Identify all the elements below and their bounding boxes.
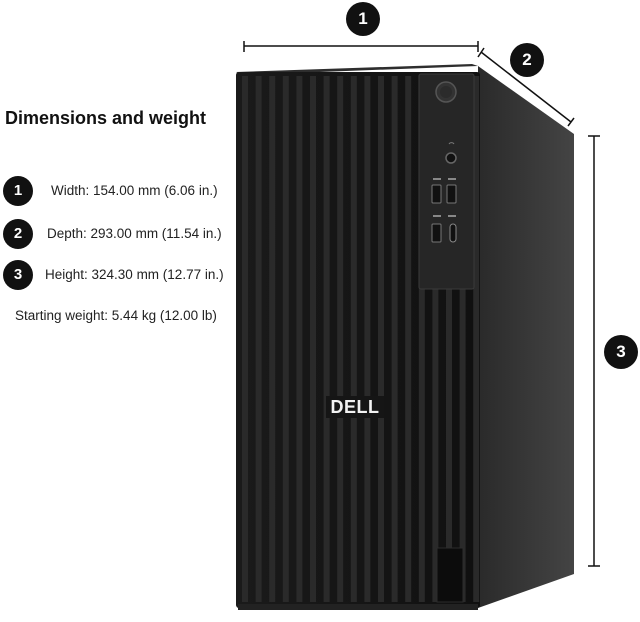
depth-dimension-tick	[477, 47, 485, 58]
spec-height: 3 Height: 324.30 mm (12.77 in.)	[0, 260, 235, 290]
vent-fin	[473, 76, 480, 602]
usb-c-port-icon	[449, 223, 457, 243]
vent-fin	[378, 76, 384, 602]
vent-fin	[432, 76, 439, 602]
page-title: Dimensions and weight	[5, 108, 207, 128]
usb-a-port-icon	[431, 184, 457, 243]
spec-badge: 3	[3, 260, 33, 290]
vent-fin	[323, 76, 330, 602]
chassis-lower-vent	[436, 547, 464, 603]
logo-backdrop	[326, 396, 384, 418]
vent-fin	[269, 76, 276, 602]
spec-height-text: Height: 324.30 mm (12.77 in.)	[45, 267, 224, 282]
spec-badge: 1	[3, 176, 33, 206]
chassis-side-panel	[478, 66, 574, 608]
vent-fin	[459, 76, 466, 602]
vent-fin	[242, 76, 248, 602]
chassis-base	[238, 604, 478, 610]
vent-fin	[282, 76, 289, 602]
vent-fin	[364, 76, 371, 602]
vent-fin	[337, 76, 344, 602]
starting-weight: Starting weight: 5.44 kg (12.00 lb)	[15, 308, 217, 323]
depth-dimension-line	[480, 51, 572, 123]
power-button-icon[interactable]	[435, 81, 457, 103]
dell-logo: DELL	[330, 397, 380, 417]
callout-height: 3	[604, 335, 638, 369]
spec-depth-text: Depth: 293.00 mm (11.54 in.)	[47, 226, 222, 241]
vent-fin	[310, 76, 316, 602]
vent-fin	[391, 76, 398, 602]
depth-dimension-tick	[567, 117, 575, 127]
headphone-jack-icon	[445, 142, 457, 164]
vent-fin	[446, 76, 452, 602]
spec-width: 1 Width: 154.00 mm (6.06 in.)	[0, 176, 235, 206]
vent-fin	[296, 76, 303, 602]
spec-depth: 2 Depth: 293.00 mm (11.54 in.)	[0, 219, 235, 249]
vent-fin	[405, 76, 412, 602]
front-ventilation-fins	[242, 76, 480, 602]
callout-depth: 2	[510, 43, 544, 77]
spec-width-text: Width: 154.00 mm (6.06 in.)	[51, 183, 218, 198]
vent-fin	[255, 76, 262, 602]
front-io-panel	[418, 73, 475, 290]
vent-fin	[350, 76, 357, 602]
callout-width: 1	[346, 2, 380, 36]
vent-fin	[418, 76, 425, 602]
spec-badge: 2	[3, 219, 33, 249]
